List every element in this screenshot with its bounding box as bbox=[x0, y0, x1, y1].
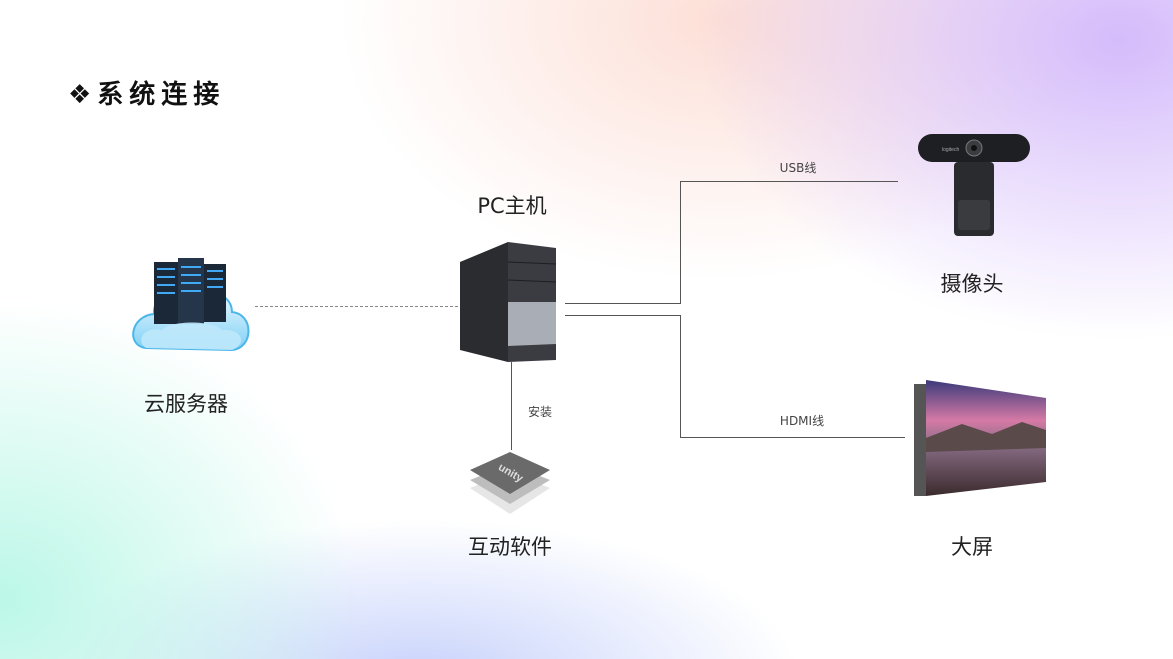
cloud-server-icon bbox=[132, 258, 250, 352]
install-label: 安装 bbox=[527, 405, 553, 419]
software-label: 互动软件 bbox=[468, 535, 552, 559]
hdmi-connector-bottom bbox=[680, 437, 905, 438]
install-connector bbox=[511, 362, 512, 450]
usb-connector bbox=[565, 303, 680, 304]
big-screen-label: 大屏 bbox=[951, 535, 993, 559]
hdmi-connector bbox=[565, 315, 680, 316]
webcam-icon: logitech bbox=[918, 134, 1030, 236]
dotted-connector-cloud-pc bbox=[255, 306, 458, 307]
usb-label: USB线 bbox=[779, 161, 817, 175]
hdmi-connector-vertical bbox=[680, 315, 681, 437]
big-screen-icon bbox=[914, 380, 1046, 496]
cloud-server-label: 云服务器 bbox=[144, 392, 228, 416]
slide-title: ❖系统连接 bbox=[68, 80, 226, 110]
unity-software-icon: unity bbox=[470, 452, 550, 514]
camera-label: 摄像头 bbox=[940, 272, 1004, 296]
pc-tower-icon bbox=[460, 242, 557, 362]
pc-host-label: PC主机 bbox=[477, 194, 547, 218]
usb-connector-vertical bbox=[680, 181, 681, 304]
usb-connector-top bbox=[680, 181, 898, 182]
hdmi-label: HDMI线 bbox=[779, 414, 825, 428]
webcam-brand-text: logitech bbox=[942, 147, 959, 153]
